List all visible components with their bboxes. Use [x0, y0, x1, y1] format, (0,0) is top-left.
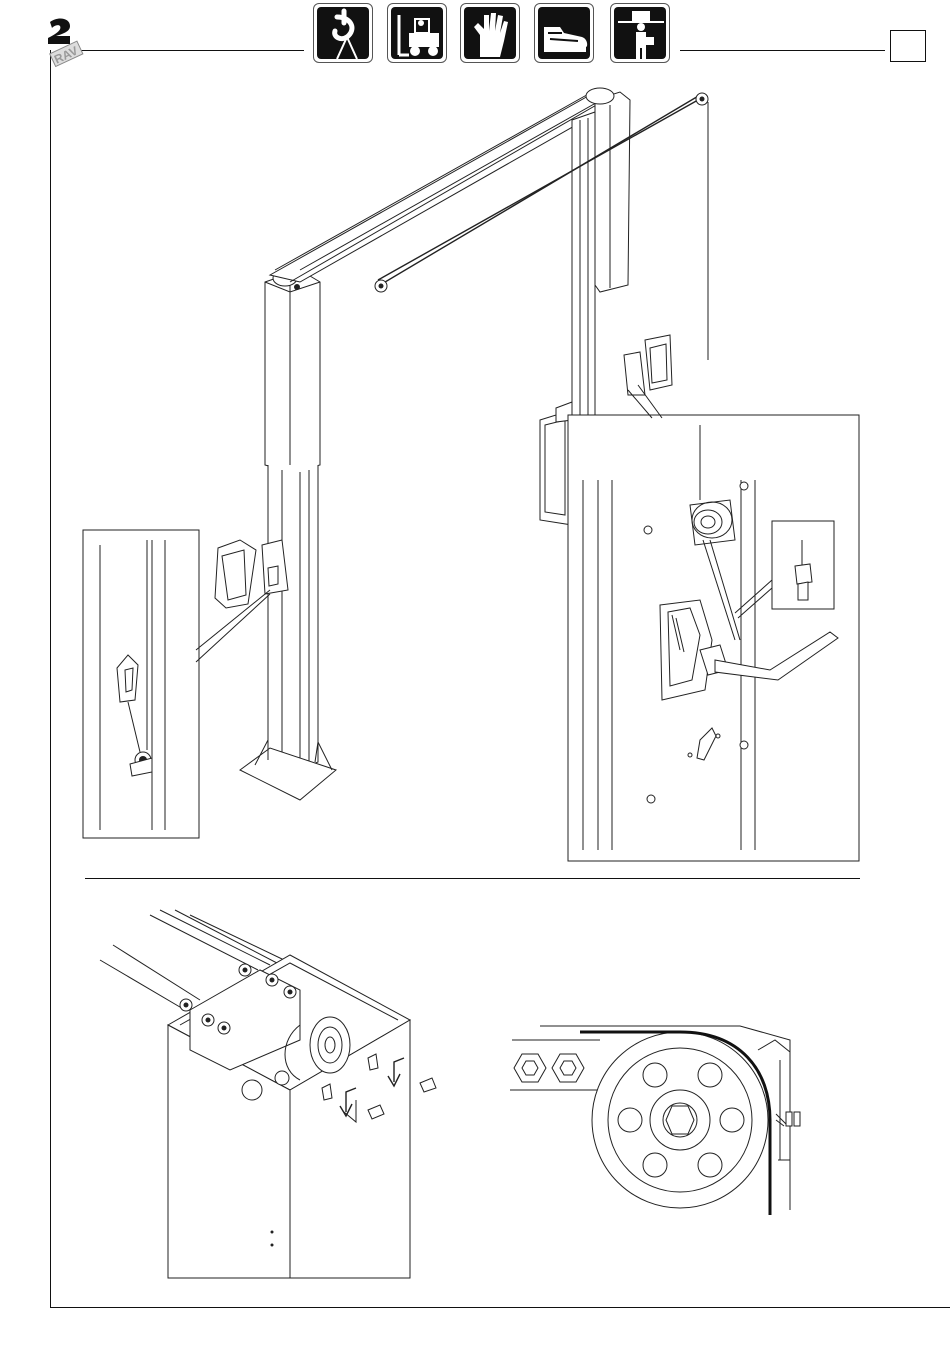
pulley-cable-closeup-figure	[500, 1010, 820, 1240]
column-top-pulley-figure	[0, 900, 470, 1290]
lift-overview-figure	[0, 0, 950, 880]
figure-separator	[85, 878, 860, 879]
